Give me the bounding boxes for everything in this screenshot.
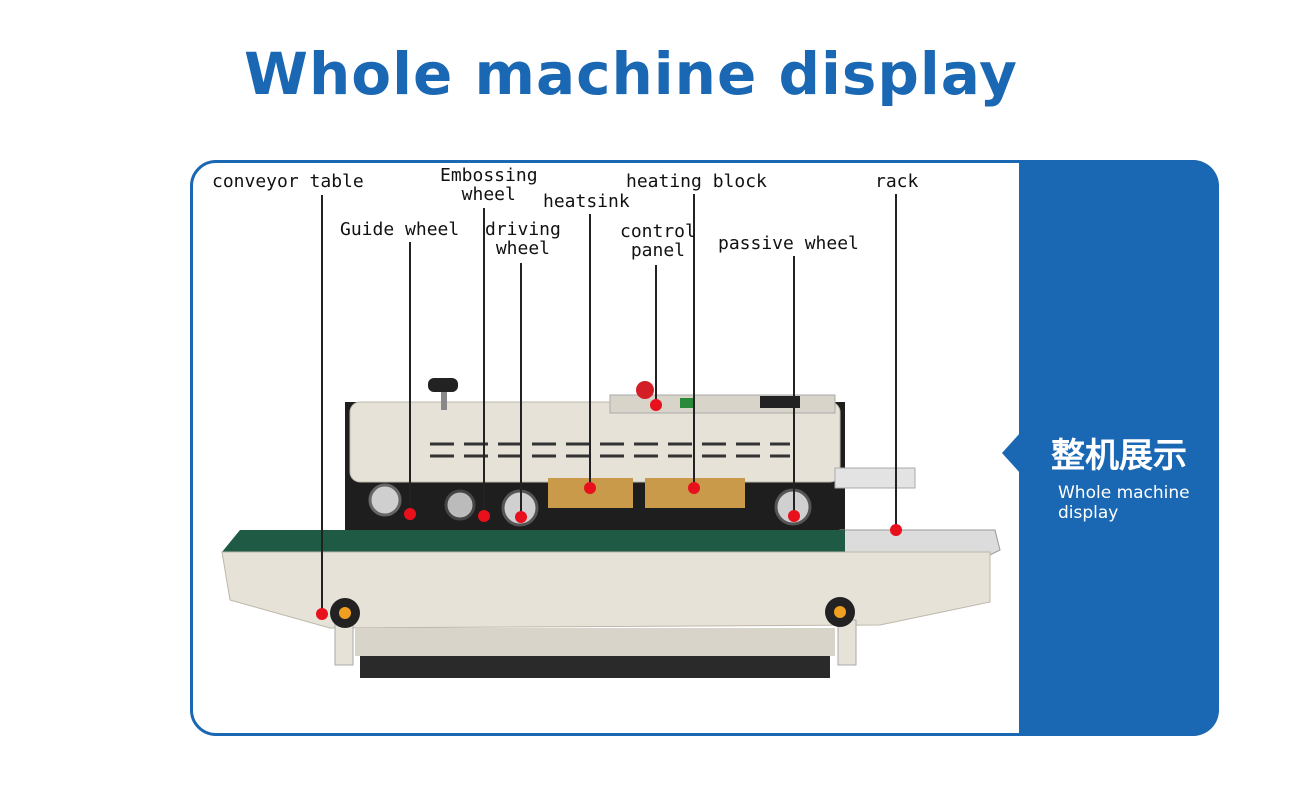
callout-dots [316, 399, 902, 620]
label-heating-block: heating block [626, 171, 767, 192]
callout-lines [321, 194, 897, 614]
label-driving-wheel: driving wheel [485, 219, 561, 259]
label-control-panel: control panel [620, 221, 696, 261]
dot-heatsink [584, 482, 596, 494]
label-embossing-wheel: Embossing wheel [440, 165, 538, 205]
label-guide-wheel: Guide wheel [340, 219, 460, 240]
adjust-screw [441, 388, 447, 410]
label-passive-wheel: passive wheel [718, 233, 859, 254]
machine-base [355, 628, 835, 656]
dot-guide-wheel [404, 508, 416, 520]
side-info-panel [1019, 160, 1219, 736]
switch [680, 398, 694, 408]
dot-rack [890, 524, 902, 536]
label-conveyor-table: conveyor table [212, 171, 364, 192]
dot-passive-wheel [788, 510, 800, 522]
dot-control-panel [650, 399, 662, 411]
vent-slots [430, 442, 790, 458]
machine-underside [360, 656, 830, 678]
rack-upper [834, 467, 916, 489]
page-title: Whole machine display [244, 40, 1018, 108]
conveyor-table-body [221, 551, 991, 629]
dot-embossing-wheel [478, 510, 490, 522]
display-screen [760, 396, 800, 408]
dot-conveyor-table [316, 608, 328, 620]
panel-pointer [1002, 433, 1020, 473]
machine-top-cover [349, 401, 841, 483]
conveyor-belt [222, 530, 845, 552]
right-knob-center [834, 606, 846, 618]
label-rack: rack [875, 171, 919, 192]
guide-wheel [368, 483, 402, 517]
left-knob-center [339, 607, 351, 619]
label-heatsink: heatsink [543, 191, 630, 212]
emergency-stop-button [636, 381, 654, 399]
embossing-wheel [444, 489, 476, 521]
dot-heating-block [688, 482, 700, 494]
dot-driving-wheel [515, 511, 527, 523]
panel-title-cn: 整机展示 [1051, 436, 1187, 476]
panel-title-en: Whole machine display [1058, 483, 1190, 523]
adjust-knob [428, 378, 458, 392]
